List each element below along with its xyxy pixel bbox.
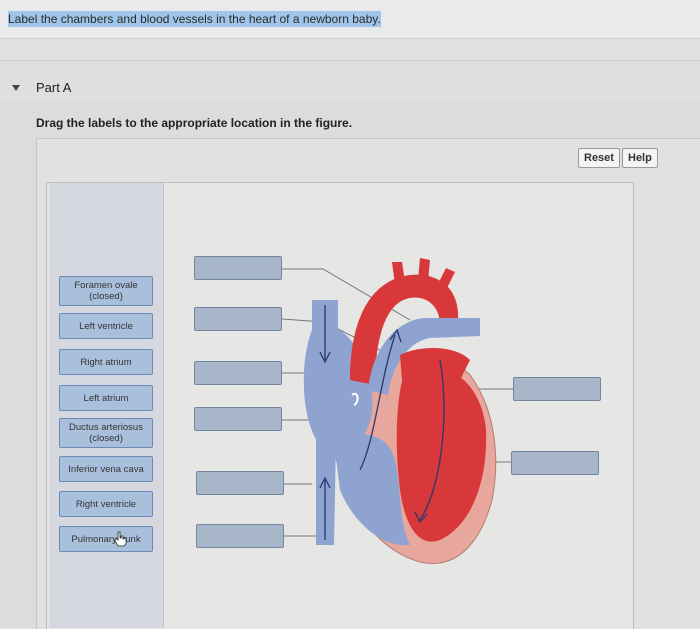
label-pulmonary-trunk[interactable]: Pulmonary trunk bbox=[59, 526, 153, 552]
label-foramen-ovale[interactable]: Foramen ovale(closed) bbox=[59, 276, 153, 306]
chevron-down-icon[interactable] bbox=[12, 85, 20, 91]
question-text: Label the chambers and blood vessels in … bbox=[8, 11, 381, 27]
drop-target-2[interactable] bbox=[194, 307, 282, 331]
drop-target-6[interactable] bbox=[196, 524, 284, 548]
reset-button[interactable]: Reset bbox=[578, 148, 620, 168]
label-left-ventricle[interactable]: Left ventricle bbox=[59, 313, 153, 339]
help-button[interactable]: Help bbox=[622, 148, 658, 168]
instruction-text: Drag the labels to the appropriate locat… bbox=[36, 116, 353, 130]
part-title: Part A bbox=[36, 80, 72, 95]
drop-target-4[interactable] bbox=[194, 407, 282, 431]
right-ventricle-shape bbox=[335, 434, 410, 546]
pulmonary-trunk-shape bbox=[368, 318, 480, 395]
left-atrium-shape bbox=[400, 348, 470, 380]
label-left-atrium[interactable]: Left atrium bbox=[59, 385, 153, 411]
label-ductus-arteriosus[interactable]: Ductus arteriosus(closed) bbox=[59, 418, 153, 448]
blood-flow-arrows bbox=[319, 305, 445, 540]
inferior-vena-cava-shape bbox=[316, 440, 336, 545]
hand-cursor-icon bbox=[114, 531, 127, 547]
drop-target-8[interactable] bbox=[511, 451, 599, 475]
aorta-shape bbox=[350, 274, 459, 385]
question-bar: Label the chambers and blood vessels in … bbox=[0, 0, 700, 39]
label-right-atrium[interactable]: Right atrium bbox=[59, 349, 153, 375]
drop-target-7[interactable] bbox=[513, 377, 601, 401]
aortic-branches bbox=[392, 258, 455, 292]
valve-mark bbox=[351, 392, 359, 406]
part-a-header[interactable] bbox=[0, 60, 700, 103]
drop-target-1[interactable] bbox=[194, 256, 282, 280]
label-inferior-vena-cava[interactable]: Inferior vena cava bbox=[59, 456, 153, 482]
drop-target-5[interactable] bbox=[196, 471, 284, 495]
drop-target-3[interactable] bbox=[194, 361, 282, 385]
label-right-ventricle[interactable]: Right ventricle bbox=[59, 491, 153, 517]
